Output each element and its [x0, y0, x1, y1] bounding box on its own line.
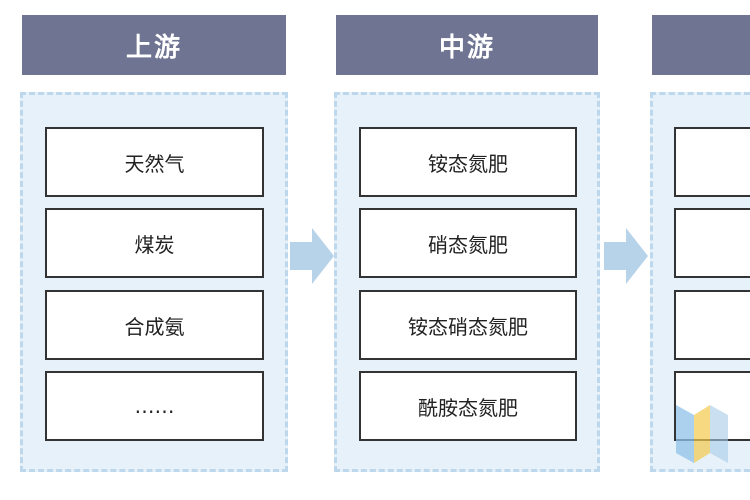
box-upstream-1: 天然气	[45, 127, 264, 197]
logo-watermark-icon	[676, 405, 728, 463]
header-downstream	[652, 15, 750, 75]
box-midstream-1: 铵态氮肥	[359, 127, 577, 197]
box-downstream-3	[674, 290, 750, 360]
header-upstream-label: 上游	[125, 32, 182, 63]
box-upstream-4: ……	[45, 371, 264, 441]
box-upstream-3: 合成氨	[45, 290, 264, 360]
box-midstream-3: 铵态硝态氮肥	[359, 290, 577, 360]
header-midstream: 中游	[336, 15, 598, 75]
header-midstream-label: 中游	[438, 32, 495, 63]
box-downstream-2	[674, 208, 750, 278]
box-midstream-2: 硝态氮肥	[359, 208, 577, 278]
box-downstream-1	[674, 127, 750, 197]
arrow-right-icon	[290, 228, 334, 284]
arrow-right-icon	[604, 228, 648, 284]
header-upstream: 上游	[22, 15, 286, 75]
box-midstream-4: 酰胺态氮肥	[359, 371, 577, 441]
box-upstream-2: 煤炭	[45, 208, 264, 278]
